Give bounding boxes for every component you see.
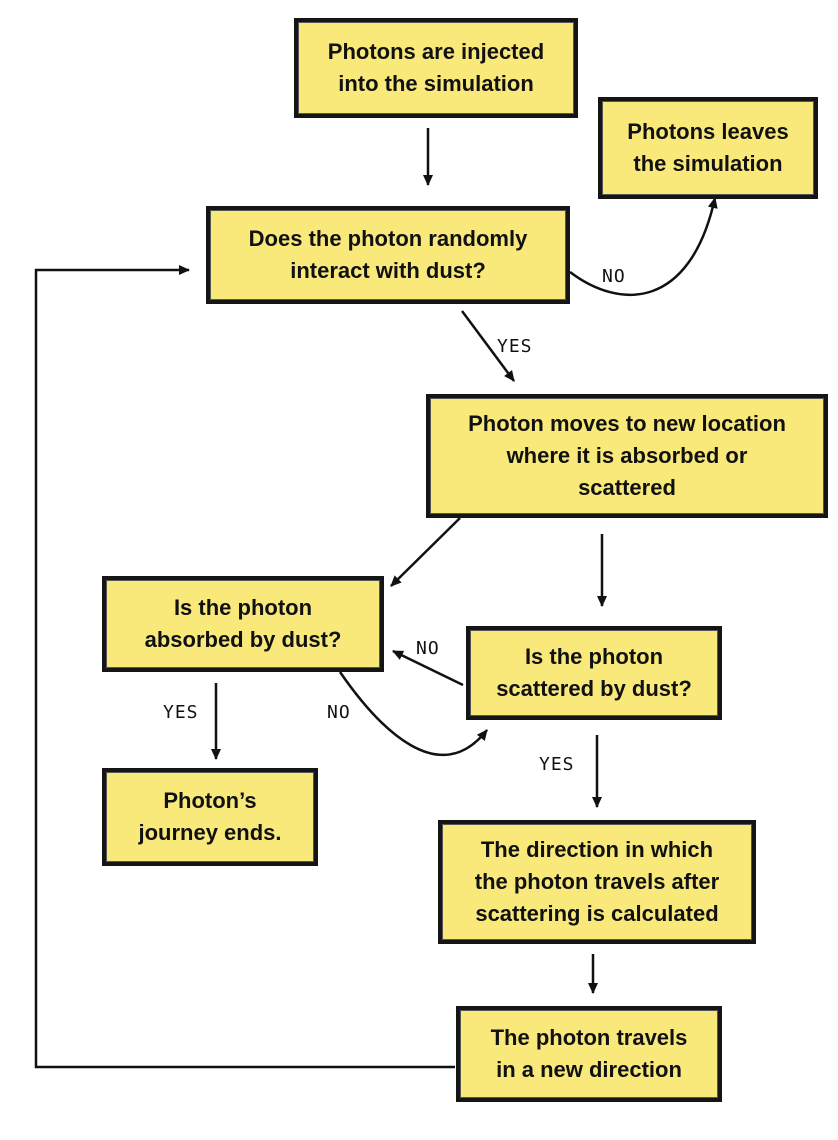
node-travels-new-direction-text: The photon travels in a new direction — [490, 1025, 688, 1082]
node-interact-with-dust: Does the photon randomly interact with d… — [206, 206, 570, 304]
node-photons-injected-text: Photons are injected into the simulation — [327, 39, 545, 96]
label-interact-yes: YES — [497, 336, 533, 357]
arrow-moves-to-absorbed — [390, 517, 461, 587]
node-interact-with-dust-text: Does the photon randomly interact with d… — [248, 226, 528, 283]
node-scattered-by-dust: Is the photon scattered by dust? — [466, 626, 722, 720]
node-direction-calculated: The direction in which the photon travel… — [438, 820, 756, 944]
arrow-absorbed-to-scattered — [338, 671, 488, 757]
label-scatter-no: NO — [416, 638, 440, 659]
node-photon-moves-text: Photon moves to new location where it is… — [468, 411, 786, 500]
label-absorb-no: NO — [327, 702, 351, 723]
node-scattered-by-dust-text: Is the photon scattered by dust? — [496, 644, 692, 701]
label-scatter-yes: YES — [539, 754, 575, 775]
node-absorbed-by-dust: Is the photon absorbed by dust? — [102, 576, 384, 672]
node-travels-new-direction: The photon travels in a new direction — [456, 1006, 722, 1102]
node-journey-ends-text: Photon’s journey ends. — [138, 788, 282, 845]
arrow-scattered-to-absorbed — [392, 649, 464, 687]
node-journey-ends: Photon’s journey ends. — [102, 768, 318, 866]
node-photons-leave: Photons leaves the simulation — [598, 97, 818, 199]
node-photons-leave-text: Photons leaves the simulation — [627, 119, 789, 176]
node-direction-calculated-text: The direction in which the photon travel… — [474, 837, 720, 926]
arrow-travels-loop-to-interact — [34, 265, 455, 1069]
arrow-interact-to-leaves — [569, 197, 718, 297]
node-photon-moves: Photon moves to new location where it is… — [426, 394, 828, 518]
label-interact-no: NO — [602, 266, 626, 287]
label-absorb-yes: YES — [163, 702, 199, 723]
node-photons-injected: Photons are injected into the simulation — [294, 18, 578, 118]
node-absorbed-by-dust-text: Is the photon absorbed by dust? — [144, 595, 342, 652]
arrow-interact-to-moves — [460, 310, 516, 382]
